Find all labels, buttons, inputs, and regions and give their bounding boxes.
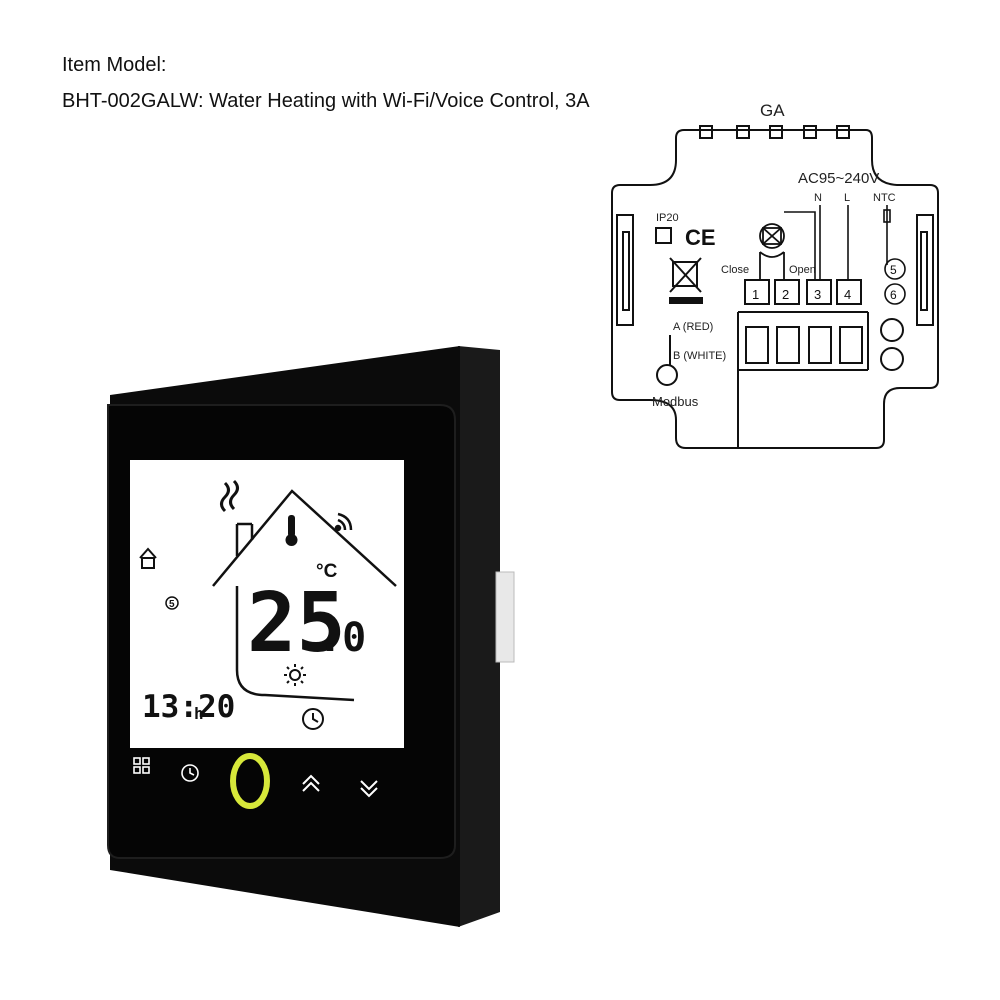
ntc-terminal-5: 5 xyxy=(890,263,897,277)
schedule-clock-icon xyxy=(302,708,324,730)
up-button[interactable] xyxy=(302,774,320,792)
l-label: L xyxy=(844,192,850,204)
close-label: Close xyxy=(721,264,749,276)
wiring-diagram: GA AC95~240V N L NTC IP20 CE Close xyxy=(611,101,939,449)
terminal-1: 1 xyxy=(752,287,759,302)
thermostat-device: 5 25 .0 °C 13:20 h xyxy=(107,346,515,927)
n-label: N xyxy=(814,192,822,204)
item-model-label: Item Model: xyxy=(62,54,167,76)
thermometer-icon xyxy=(285,515,298,546)
lcd-screen xyxy=(130,460,404,748)
item-model-description: BHT-002GALW: Water Heating with Wi-Fi/Vo… xyxy=(62,90,590,112)
temperature-value: 25 xyxy=(247,576,346,671)
sun-icon xyxy=(284,664,306,686)
terminal-4: 4 xyxy=(844,287,851,302)
program-number: 5 xyxy=(169,599,175,610)
clock-time: 13:20 xyxy=(142,689,235,725)
open-label: Open xyxy=(789,264,816,276)
menu-button[interactable] xyxy=(133,757,150,774)
b-white-label: B (WHITE) xyxy=(673,350,726,362)
top-tabs xyxy=(699,125,850,139)
ce-mark-icon: CE xyxy=(685,225,716,250)
ntc-label: NTC xyxy=(873,192,896,204)
valve-motor-icon xyxy=(759,223,785,280)
back-plate-outline xyxy=(611,129,939,449)
temperature-decimal: .0 xyxy=(318,615,366,661)
heating-waves-icon xyxy=(220,479,239,513)
model-tag: GA xyxy=(760,101,785,120)
wifi-icon xyxy=(334,512,353,532)
clock-button[interactable] xyxy=(181,764,199,782)
power-button[interactable] xyxy=(230,753,270,809)
ip20-square-icon xyxy=(655,227,672,244)
a-red-label: A (RED) xyxy=(673,321,713,333)
terminal-3: 3 xyxy=(814,287,821,302)
temperature-unit: °C xyxy=(316,561,338,582)
ip20-label: IP20 xyxy=(656,212,679,224)
clock-time-suffix: h xyxy=(194,704,204,723)
weee-bin-icon xyxy=(669,257,703,304)
modbus-label: Modbus xyxy=(652,394,699,409)
home-mode-icon xyxy=(139,547,157,569)
program-number-ring xyxy=(165,596,179,610)
voltage-label: AC95~240V xyxy=(798,170,879,187)
down-button[interactable] xyxy=(360,780,378,798)
terminal-block xyxy=(744,279,862,305)
ntc-terminal-6: 6 xyxy=(890,288,897,302)
terminal-2: 2 xyxy=(782,287,789,302)
